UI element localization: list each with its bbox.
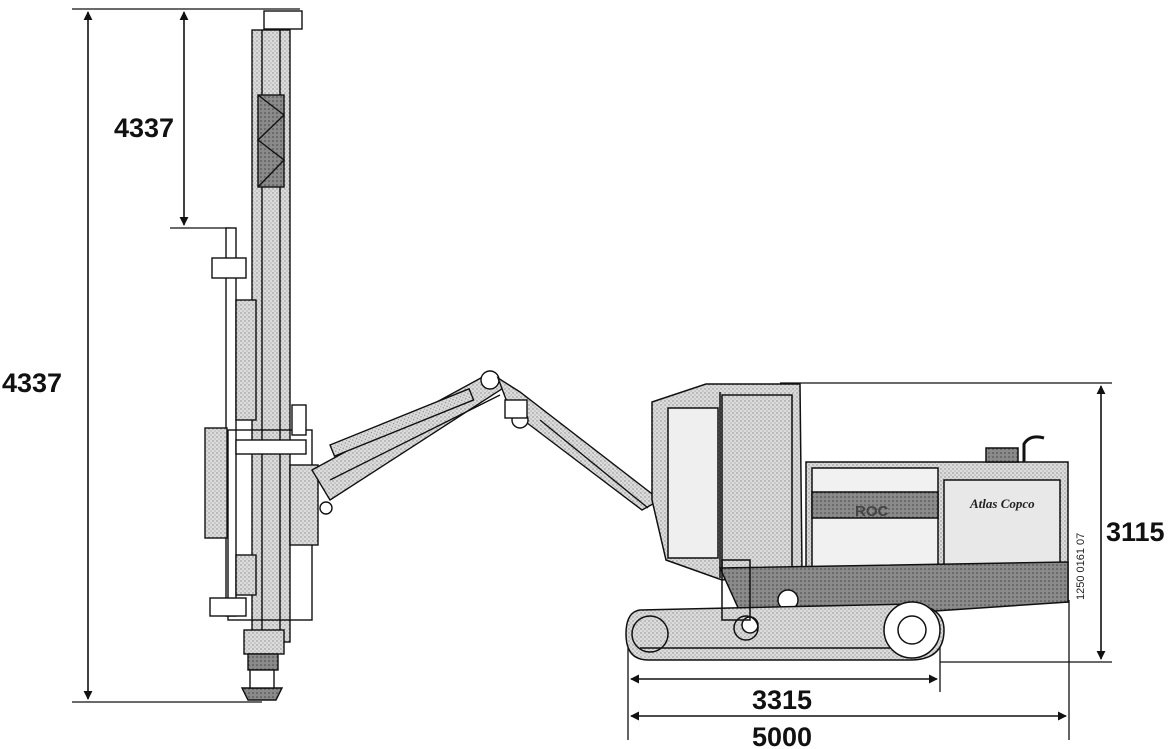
model-label: ROC: [855, 503, 889, 520]
brand-logo: Atlas Copco: [969, 496, 1035, 511]
drawing-number: 1250 0161 07: [1075, 533, 1087, 600]
feed-mast: [204, 10, 319, 701]
boom-arm: [311, 370, 662, 515]
dim-feed-top: 4337: [114, 113, 174, 143]
dimension-lines: [72, 8, 1112, 740]
dim-overall-length: 5000: [752, 722, 812, 749]
carrier: [625, 383, 1069, 661]
dim-machine-height: 3115: [1106, 517, 1165, 547]
dim-track-length: 3315: [752, 685, 812, 715]
dim-total-height: 4337: [2, 368, 62, 398]
